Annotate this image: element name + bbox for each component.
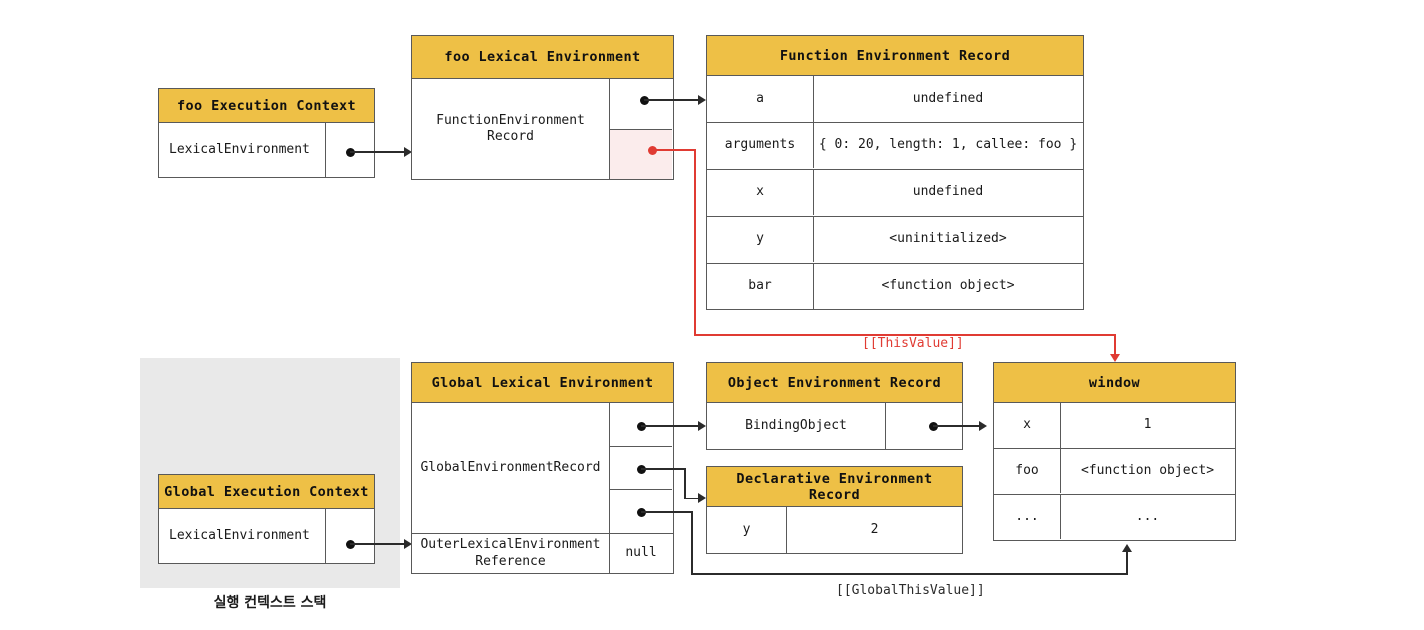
table-row: a undefined [707, 76, 1083, 122]
gec-lexical-environment-label: LexicalEnvironment [169, 527, 310, 543]
der-value-0: 2 [786, 507, 962, 553]
edge-label-global-this-value: [[GlobalThisValue]] [836, 583, 985, 598]
arrowhead-global-this-to-window [1121, 544, 1132, 552]
gle-outer-reference-label-line1: OuterLexicalEnvironment [420, 537, 601, 553]
table-row: bar <function object> [707, 263, 1083, 310]
foo-lex-record-label-line2: Record [487, 129, 534, 144]
gle-record-slot-1 [610, 446, 672, 489]
fer-value-3: <uninitialized> [813, 217, 1082, 262]
table-row: foo <function object> [994, 448, 1235, 494]
table-row: ... ... [994, 494, 1235, 540]
global-execution-context-box: Global Execution Context LexicalEnvironm… [158, 474, 375, 564]
gle-outer-reference-value: null [609, 534, 672, 573]
gle-outer-reference-label-line2: Reference [475, 553, 546, 569]
connector-gle-to-der-h2 [684, 497, 702, 500]
connector-this-value-v1 [694, 149, 696, 336]
foo-lexical-environment-title: foo Lexical Environment [412, 36, 673, 79]
connector-foo-ec-to-foo-lex [350, 151, 406, 153]
fer-value-0: undefined [813, 76, 1082, 122]
arrowhead-oer-to-window [979, 420, 987, 431]
fer-value-1: { 0: 20, length: 1, callee: foo } [813, 123, 1082, 168]
window-object-box: window x 1 foo <function object> ... ... [993, 362, 1236, 541]
gle-record-label: GlobalEnvironmentRecord [420, 459, 601, 475]
execution-context-stack-caption: 실행 컨텍스트 스택 [213, 595, 327, 611]
connector-this-value-h1 [652, 149, 696, 152]
connector-gle-to-der-v [684, 468, 686, 499]
declarative-environment-record-box: Declarative Environment Record y 2 [706, 466, 963, 554]
foo-ec-lexical-environment-label: LexicalEnvironment [169, 141, 310, 157]
der-name-0: y [742, 521, 751, 537]
connector-global-this-v2 [1126, 551, 1128, 575]
connector-global-this-h1 [641, 511, 693, 513]
foo-lex-record-label-line1: FunctionEnvironment [436, 112, 585, 128]
connector-this-value-v2 [1114, 333, 1116, 355]
fer-name-2: x [756, 184, 764, 200]
global-lexical-environment-title: Global Lexical Environment [412, 363, 673, 403]
object-environment-record-box: Object Environment Record BindingObject [706, 362, 963, 450]
window-object-title: window [994, 363, 1235, 403]
arrowhead-gec-to-global-lex [404, 538, 412, 549]
foo-lexical-environment-box: foo Lexical Environment FunctionEnvironm… [411, 35, 674, 180]
table-row: y 2 [707, 507, 962, 553]
oer-binding-object-label: BindingObject [745, 417, 847, 433]
fer-name-0: a [756, 90, 764, 106]
connector-global-this-v1 [691, 511, 693, 575]
table-row: x 1 [994, 403, 1235, 448]
gle-outer-reference-label: OuterLexicalEnvironment Reference [412, 534, 609, 573]
table-row: y <uninitialized> [707, 216, 1083, 263]
connector-gle-to-oer [641, 425, 700, 427]
fer-value-4: <function object> [813, 264, 1082, 309]
fer-value-2: undefined [813, 170, 1082, 215]
connector-foo-lex-to-fer [644, 99, 700, 101]
declarative-environment-record-title: Declarative Environment Record [707, 467, 962, 507]
foo-lex-slot-1-this-value [610, 129, 672, 179]
function-environment-record-title: Function Environment Record [707, 36, 1083, 76]
connector-gec-to-global-lex [350, 543, 406, 545]
foo-lex-slot-column [609, 79, 672, 179]
function-environment-record-box: Function Environment Record a undefined … [706, 35, 1084, 310]
window-name-2: ... [1015, 508, 1039, 524]
global-lexical-environment-box: Global Lexical Environment GlobalEnviron… [411, 362, 674, 574]
edge-label-this-value: [[ThisValue]] [862, 336, 964, 351]
foo-execution-context-box: foo Execution Context LexicalEnvironment [158, 88, 375, 178]
window-value-1: <function object> [1060, 449, 1234, 493]
foo-ec-lexical-environment-pointer [325, 123, 374, 177]
table-row: arguments { 0: 20, length: 1, callee: fo… [707, 122, 1083, 169]
fer-name-4: bar [748, 278, 772, 294]
gle-record-slot-2 [610, 489, 672, 531]
connector-this-value-h2 [694, 333, 1116, 336]
table-row: x undefined [707, 169, 1083, 216]
connector-gle-to-der-h1 [641, 468, 686, 470]
gle-record-slot-column [609, 403, 672, 533]
arrowhead-foo-ec-to-foo-lex [404, 146, 412, 157]
foo-lex-record-label: FunctionEnvironment Record [412, 79, 609, 179]
window-value-2: ... [1060, 495, 1234, 539]
oer-binding-object-pointer [885, 403, 962, 449]
arrowhead-foo-lex-to-fer [698, 94, 706, 105]
window-value-0: 1 [1060, 403, 1234, 448]
object-environment-record-title: Object Environment Record [707, 363, 962, 403]
arrowhead-gle-to-der [698, 493, 706, 503]
gec-lexical-environment-pointer [325, 509, 374, 563]
connector-global-this-h2 [691, 573, 1128, 575]
fer-name-1: arguments [724, 137, 796, 153]
foo-execution-context-title: foo Execution Context [159, 89, 374, 123]
connector-oer-to-window [933, 425, 981, 427]
global-execution-context-title: Global Execution Context [159, 475, 374, 509]
arrowhead-this-value-to-window [1109, 354, 1120, 362]
fer-name-3: y [756, 231, 764, 247]
arrowhead-gle-to-oer [698, 420, 706, 431]
window-name-0: x [1023, 417, 1031, 433]
window-name-1: foo [1015, 462, 1039, 478]
